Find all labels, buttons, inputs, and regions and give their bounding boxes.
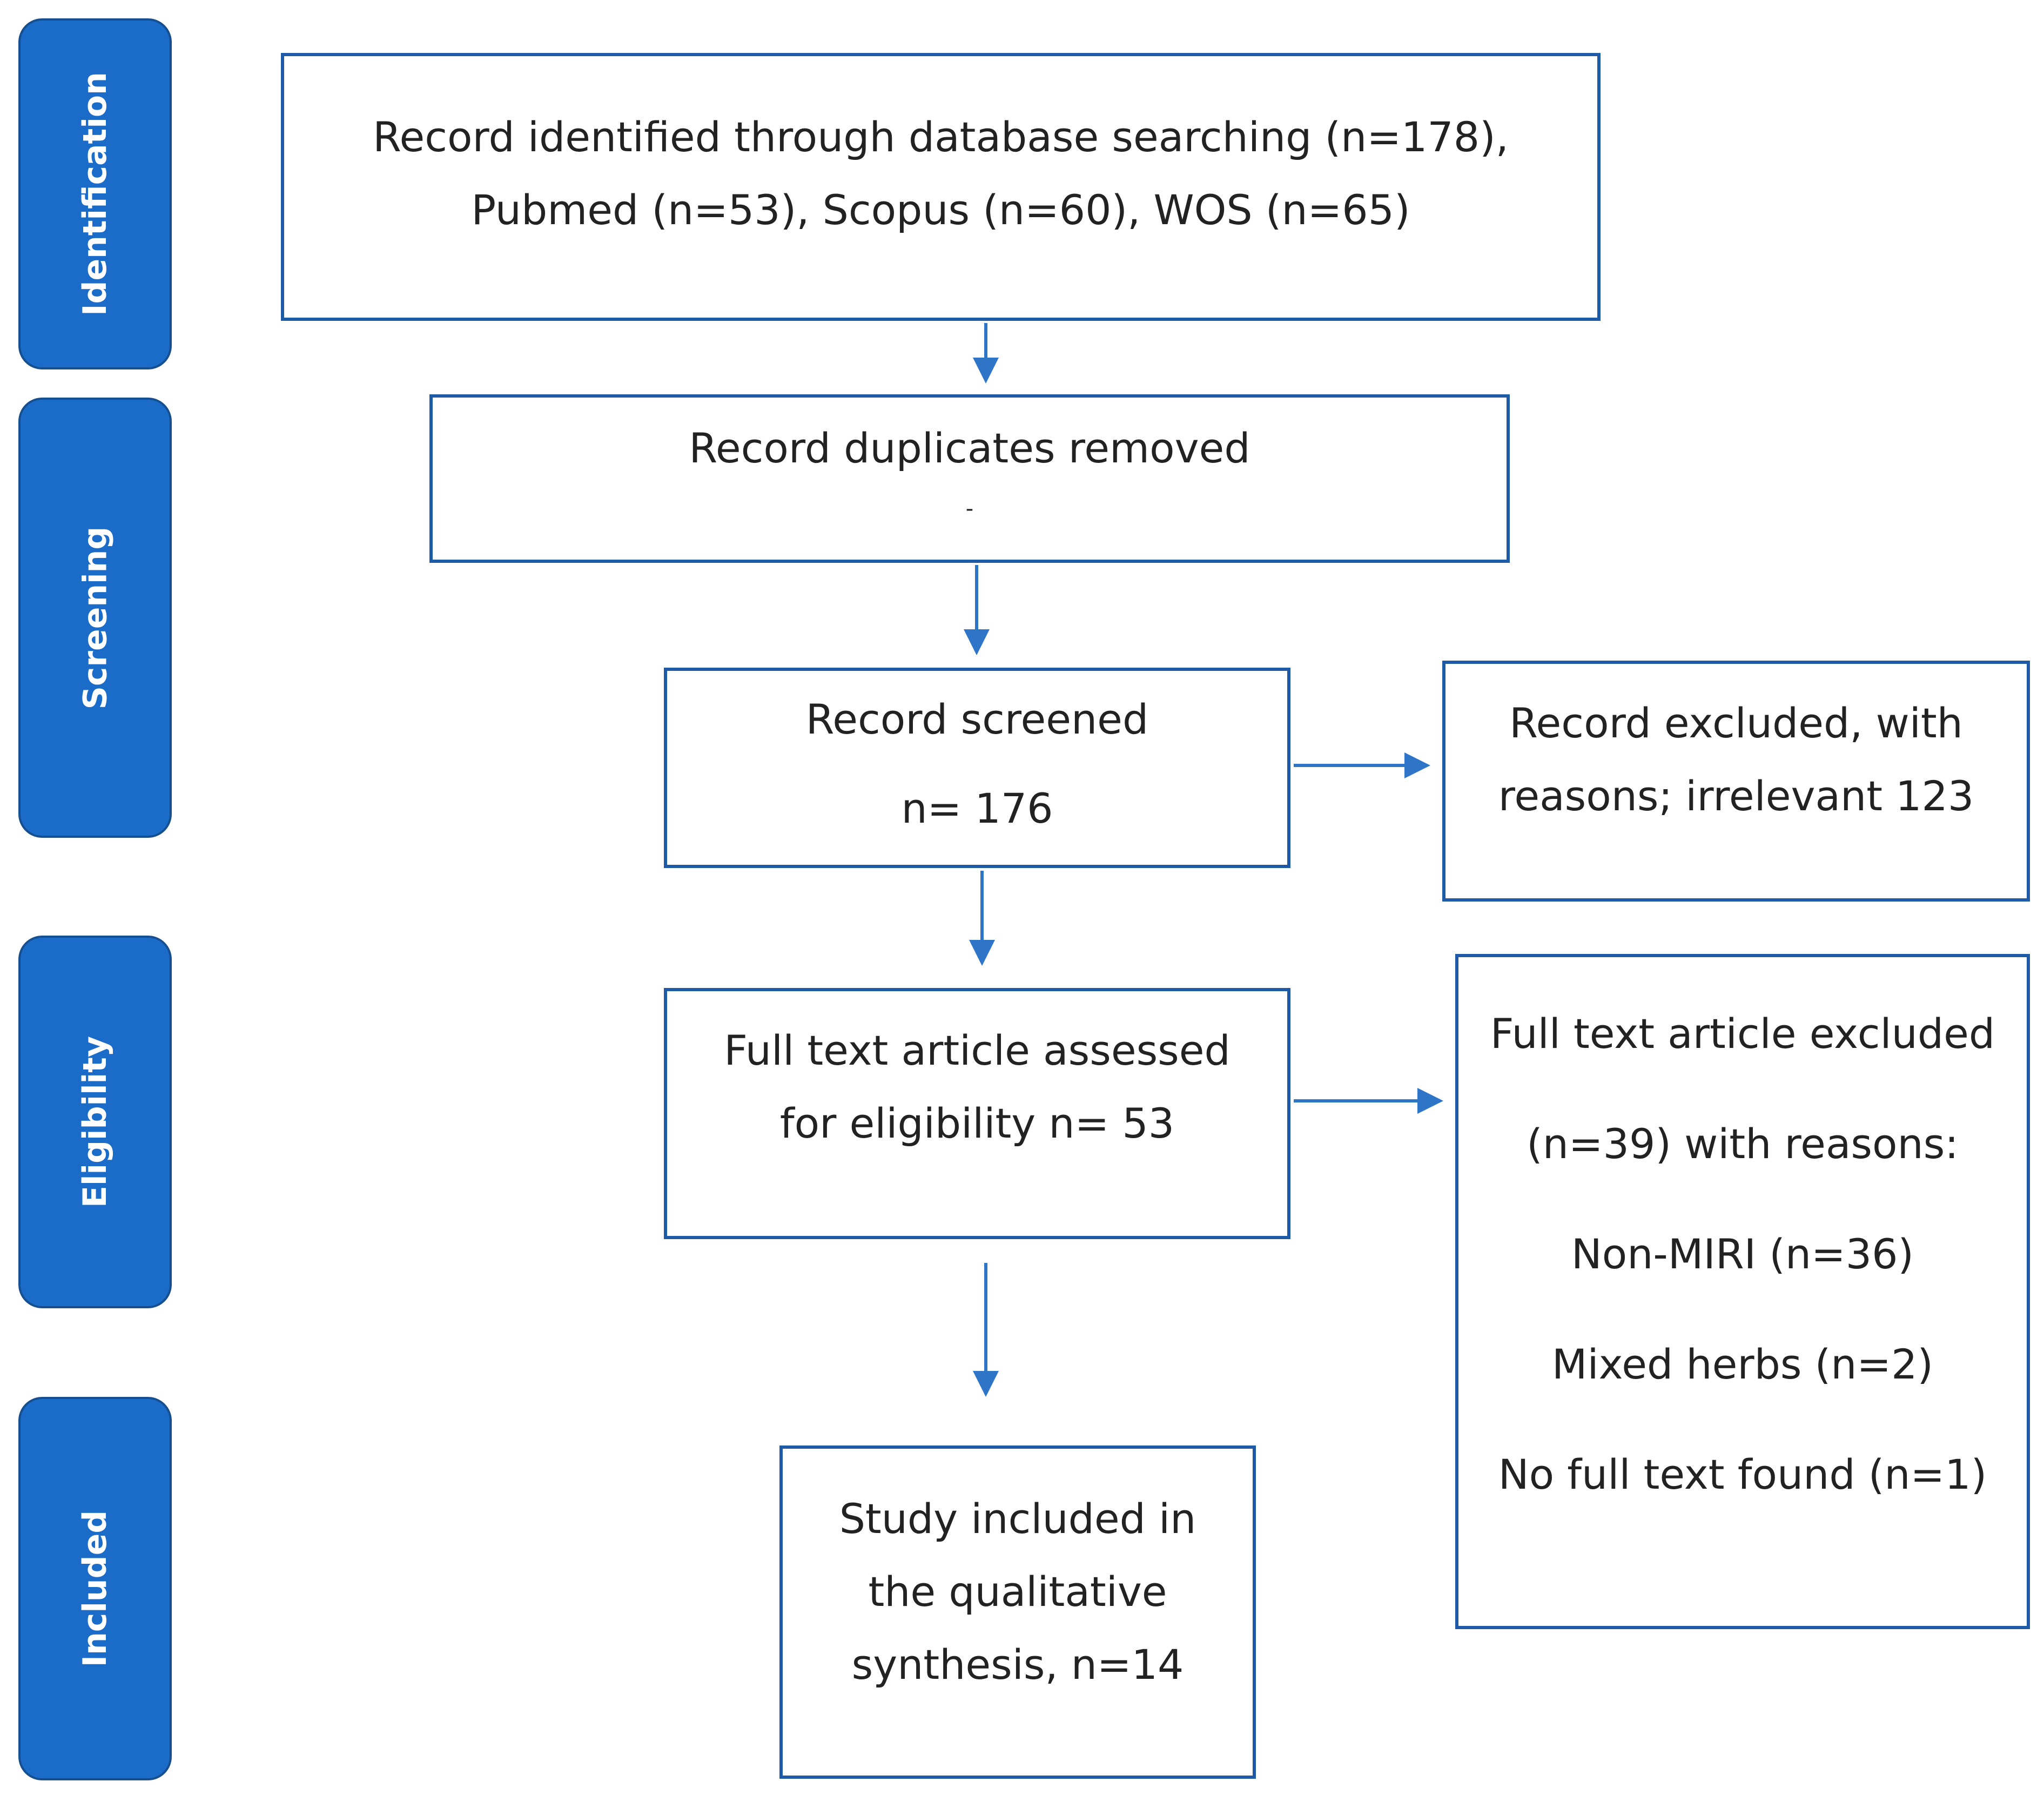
duplicates-removed-line1: Record duplicates removed: [689, 424, 1250, 472]
fulltext-assessed-line2: for eligibility n= 53: [779, 1099, 1175, 1147]
study-included-box: Study included in the qualitative synthe…: [779, 1445, 1256, 1779]
records-identified-line2: Pubmed (n=53), Scopus (n=60), WOS (n=65): [471, 186, 1410, 234]
fulltext-excluded-line5: No full text found (n=1): [1498, 1450, 1987, 1498]
study-included-line1: Study included in: [839, 1495, 1196, 1543]
fulltext-excluded-line3: Non-MIRI (n=36): [1571, 1230, 1914, 1278]
stage-identification: Identification: [18, 18, 172, 369]
stage-screening: Screening: [18, 398, 172, 838]
records-identified-line1: Record identified through database searc…: [373, 113, 1509, 161]
fulltext-assessed-line1: Full text article assessed: [724, 1026, 1231, 1074]
fulltext-excluded-line4: Mixed herbs (n=2): [1551, 1340, 1934, 1388]
fulltext-excluded-line2: (n=39) with reasons:: [1527, 1120, 1959, 1168]
duplicates-removed-box: Record duplicates removed -: [429, 394, 1510, 563]
records-excluded-line2: reasons; irrelevant 123: [1498, 772, 1974, 820]
fulltext-excluded-box: Full text article excluded (n=39) with r…: [1455, 954, 2030, 1629]
records-screened-line1: Record screened: [805, 695, 1149, 743]
records-excluded-box: Record excluded, with reasons; irrelevan…: [1442, 661, 2030, 902]
stage-eligibility: Eligibility: [18, 936, 172, 1308]
duplicates-removed-line2: -: [965, 496, 974, 521]
records-excluded-line1: Record excluded, with: [1509, 699, 1963, 747]
stage-included: Included: [18, 1397, 172, 1780]
records-identified-box: Record identified through database searc…: [281, 53, 1601, 321]
study-included-line3: synthesis, n=14: [851, 1640, 1184, 1689]
study-included-line2: the qualitative: [868, 1568, 1167, 1616]
fulltext-assessed-box: Full text article assessed for eligibili…: [664, 988, 1290, 1239]
records-screened-line2: n= 176: [901, 784, 1053, 832]
records-screened-box: Record screened n= 176: [664, 668, 1290, 868]
fulltext-excluded-line1: Full text article excluded: [1490, 1010, 1995, 1058]
